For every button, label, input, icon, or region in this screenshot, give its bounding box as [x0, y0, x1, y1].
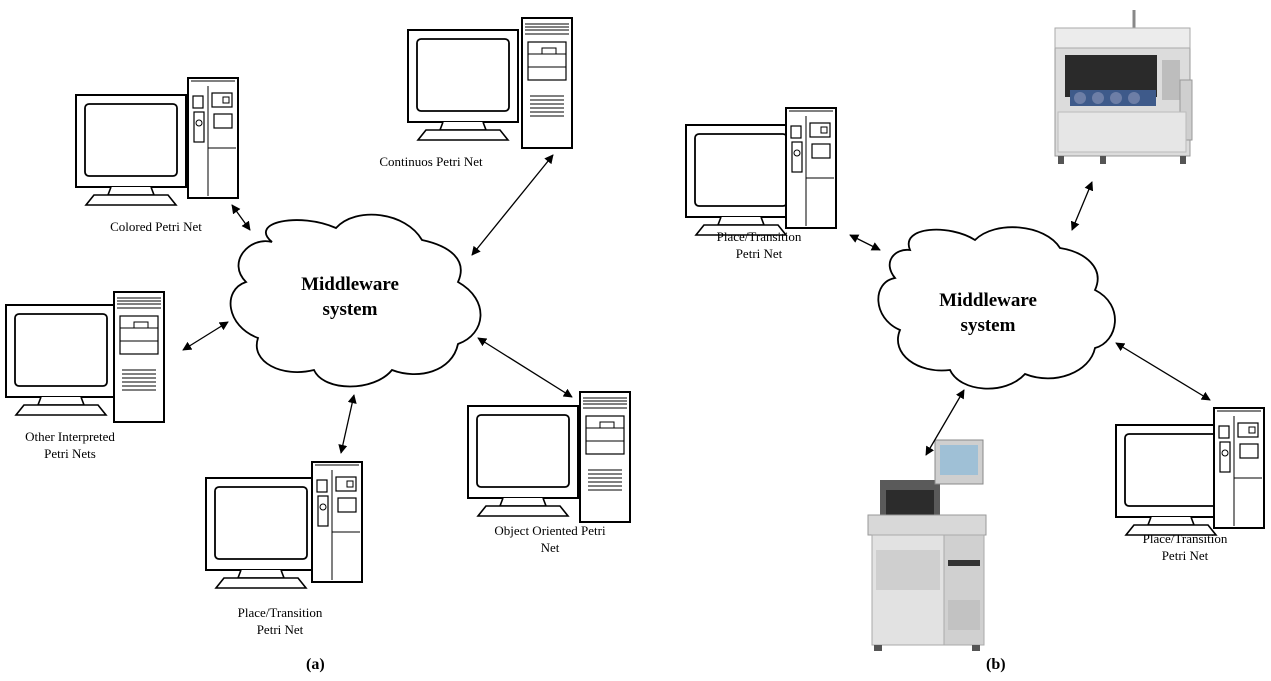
label-continuous-text: Continuos Petri Net: [379, 154, 483, 169]
label-colored-petri-net: Colored Petri Net: [96, 218, 216, 235]
middleware-line1-b: Middleware: [939, 290, 1037, 311]
label-place-b1-line1: Place/Transition: [716, 229, 802, 244]
middleware-cloud-a: [229, 213, 482, 388]
arrows-b: [849, 181, 1211, 456]
inspection-machine-image: [867, 439, 987, 651]
label-place-a-line2: Petri Net: [256, 622, 304, 637]
caption-a: (a): [306, 656, 325, 673]
computer-place-transition-petri-net-b1: [685, 107, 837, 236]
computer-place-transition-petri-net-b2: [1115, 407, 1265, 536]
label-other-line1: Other Interpreted: [25, 429, 115, 444]
label-object-line1: Object Oriented Petri: [494, 523, 606, 538]
label-other-line2: Petri Nets: [44, 446, 96, 461]
caption-b: (b): [986, 656, 1006, 673]
middleware-line2-a: system: [322, 299, 378, 320]
middleware-label-b: Middleware system: [928, 288, 1048, 338]
label-place-b1-line2: Petri Net: [735, 246, 783, 261]
label-object-oriented-petri-net: Object Oriented Petri Net: [470, 522, 630, 556]
label-colored-text: Colored Petri Net: [110, 219, 202, 234]
middleware-cloud-b: [877, 226, 1116, 390]
computer-other-interpreted-petri-nets: [5, 291, 165, 423]
arrows-a: [182, 154, 573, 454]
label-place-transition-b2: Place/Transition Petri Net: [1120, 530, 1250, 564]
middleware-label-a: Middleware system: [280, 272, 420, 322]
middleware-line1-a: Middleware: [301, 274, 399, 295]
industrial-machine-image: [1054, 10, 1193, 164]
label-place-a-line1: Place/Transition: [237, 605, 323, 620]
middleware-line2-b: system: [960, 315, 1016, 336]
computer-object-oriented-petri-net: [467, 391, 631, 523]
label-place-b2-line1: Place/Transition: [1142, 531, 1228, 546]
computer-continuous-petri-net: [407, 17, 573, 149]
computer-place-transition-petri-net-a: [205, 461, 363, 589]
label-place-transition-a: Place/Transition Petri Net: [210, 604, 350, 638]
computer-colored-petri-net: [75, 77, 239, 206]
label-place-b2-line2: Petri Net: [1161, 548, 1209, 563]
label-object-line2: Net: [540, 540, 560, 555]
label-other-interpreted-petri-nets: Other Interpreted Petri Nets: [0, 428, 140, 462]
label-continuous-petri-net: Continuos Petri Net: [356, 153, 506, 170]
label-place-transition-b1: Place/Transition Petri Net: [694, 228, 824, 262]
